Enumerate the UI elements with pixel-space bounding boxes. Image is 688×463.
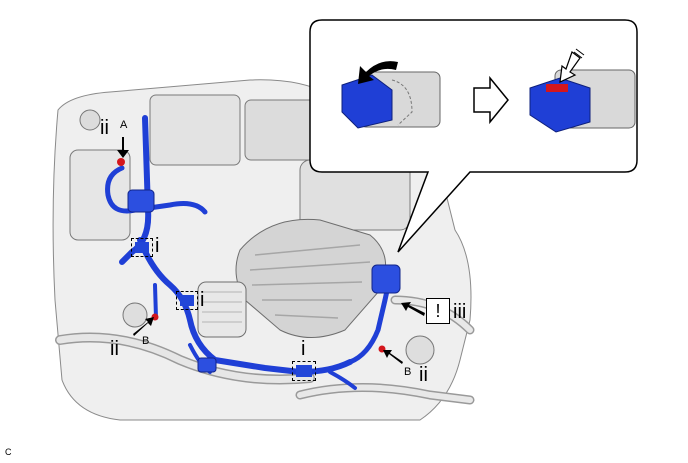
right-arrow-icon: [473, 75, 509, 125]
figure-code: C: [5, 447, 12, 457]
callout-i-2: i: [200, 289, 205, 311]
connector-iii: [371, 264, 401, 294]
callout-B-left: B: [142, 335, 150, 347]
harness-bracket: [127, 189, 155, 213]
clip-indicator-2: [176, 291, 198, 310]
bolt-A-marker: [117, 158, 125, 166]
curved-arrow-icon: [358, 61, 398, 84]
wire-harness: [105, 115, 395, 390]
callout-ii-right: ii: [419, 364, 428, 386]
detail-inset: [309, 19, 638, 253]
callout-A: A: [120, 119, 128, 131]
callout-exclamation-box: !: [426, 298, 450, 324]
callout-B-right: B: [404, 366, 412, 378]
callout-i-1: i: [155, 235, 160, 257]
pointer-arrow-B-right: [383, 350, 403, 364]
press-arrow-icon: [559, 48, 585, 84]
connector-lower: [197, 357, 217, 373]
clip-indicator-1: [131, 238, 153, 257]
callout-i-3: i: [301, 338, 306, 360]
callout-iii: iii: [453, 301, 467, 323]
callout-ii-top: ii: [100, 117, 109, 139]
callout-ii-left: ii: [110, 338, 119, 360]
clip-indicator-3: [292, 361, 316, 381]
pointer-arrow-iii: [401, 302, 425, 316]
down-arrow-icon: [117, 137, 129, 158]
pointer-arrow-B-left: [133, 317, 154, 336]
